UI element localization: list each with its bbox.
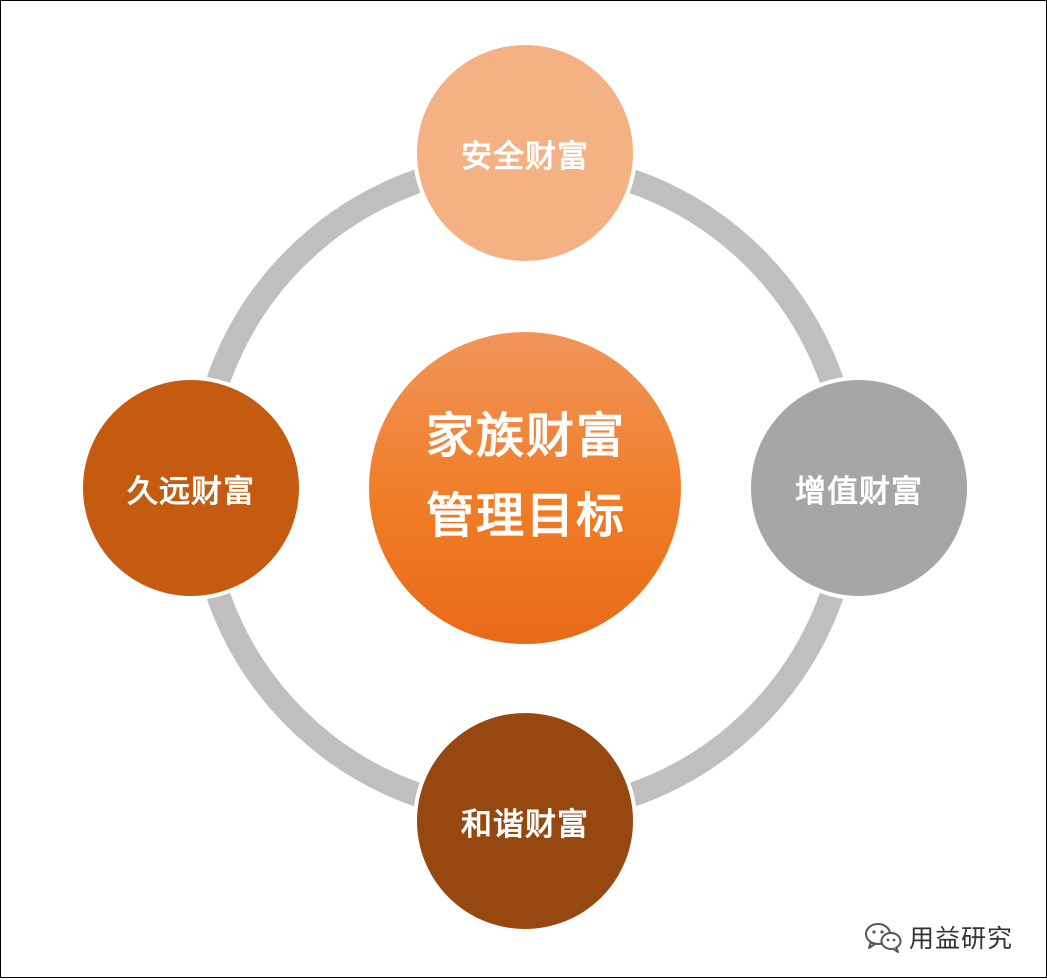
node-left-label: 久远财富 — [127, 473, 255, 510]
node-bottom-circle — [413, 709, 637, 933]
node-top-label: 安全财富 — [461, 138, 589, 175]
node-left-circle — [79, 376, 303, 600]
wechat-icon — [865, 923, 902, 953]
watermark-text: 用益研究 — [909, 924, 1014, 953]
node-top-circle — [413, 41, 637, 265]
center-label-line2: 管理目标 — [425, 488, 626, 544]
watermark: 用益研究 — [863, 917, 1013, 957]
node-bottom-label: 和谐财富 — [461, 806, 589, 843]
center-circle — [369, 332, 681, 644]
center-label-line1: 家族财富 — [425, 408, 626, 464]
node-right-label: 增值财富 — [795, 473, 923, 510]
node-right-circle — [747, 376, 971, 600]
center-label: 家族财富 管理目标 — [371, 396, 681, 556]
